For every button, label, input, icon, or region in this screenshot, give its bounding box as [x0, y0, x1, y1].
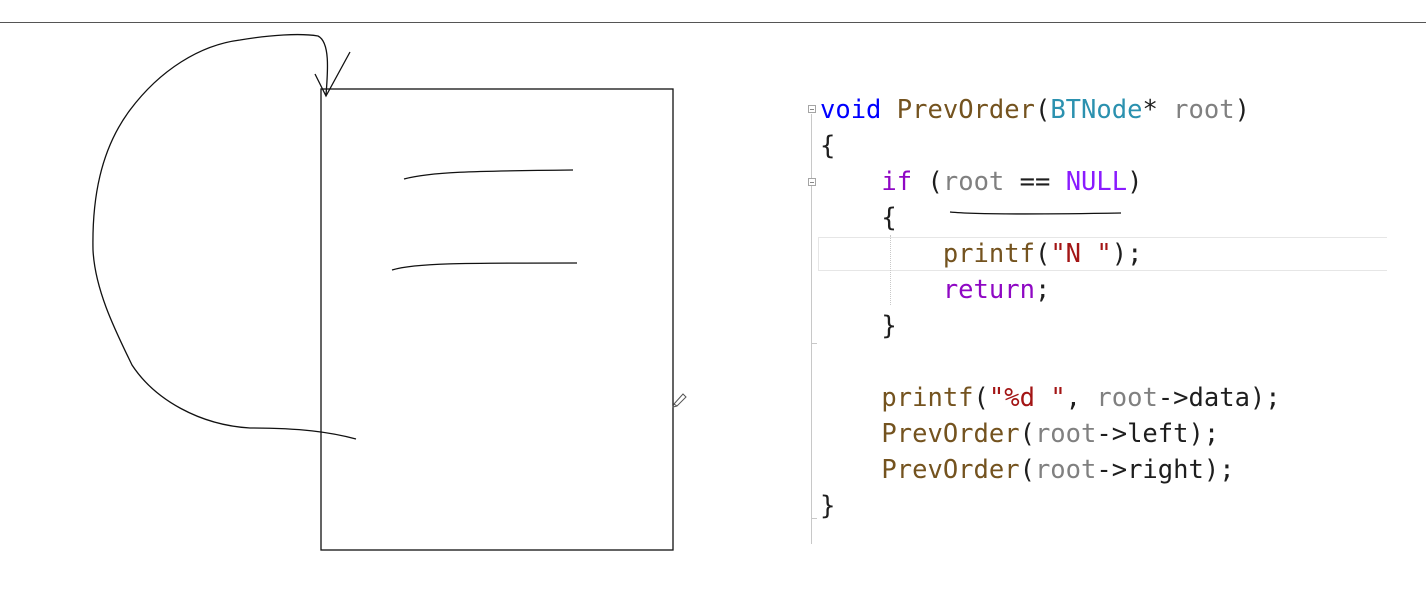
recursion-arrow-curve [92, 33, 357, 440]
fold-guide-end [811, 343, 817, 344]
code-editor[interactable]: void PrevOrder(BTNode* root) { if (root … [808, 90, 1398, 544]
code-line-3: if (root == NULL) [881, 167, 1143, 197]
code-underline-stroke [949, 211, 1122, 215]
code-line-8: printf("%d ", root->data); [881, 383, 1281, 413]
code-line-11: } [820, 491, 836, 521]
recursion-arrow-head [314, 51, 351, 98]
fold-collapse-icon[interactable] [808, 105, 816, 113]
code-line-6: return; [942, 275, 1051, 305]
code-line-4: { [881, 203, 897, 233]
pencil-cursor-icon [672, 393, 687, 408]
fold-collapse-icon[interactable] [808, 178, 816, 186]
fold-guide-outer [811, 114, 812, 544]
frame-line-upper [403, 169, 574, 180]
top-divider [0, 22, 1426, 23]
code-line-7: } [881, 311, 897, 341]
code-line-1: void PrevOrder(BTNode* root) [820, 95, 1250, 125]
fold-guide-end [811, 518, 817, 519]
stack-frame-box [320, 88, 674, 551]
frame-line-lower [391, 262, 578, 271]
code-line-10: PrevOrder(root->right); [881, 455, 1235, 485]
code-line-5: printf("N "); [942, 239, 1143, 269]
indent-guide [890, 235, 891, 305]
current-line-highlight [818, 237, 1387, 271]
code-line-2: { [820, 131, 836, 161]
code-line-9: PrevOrder(root->left); [881, 419, 1220, 449]
